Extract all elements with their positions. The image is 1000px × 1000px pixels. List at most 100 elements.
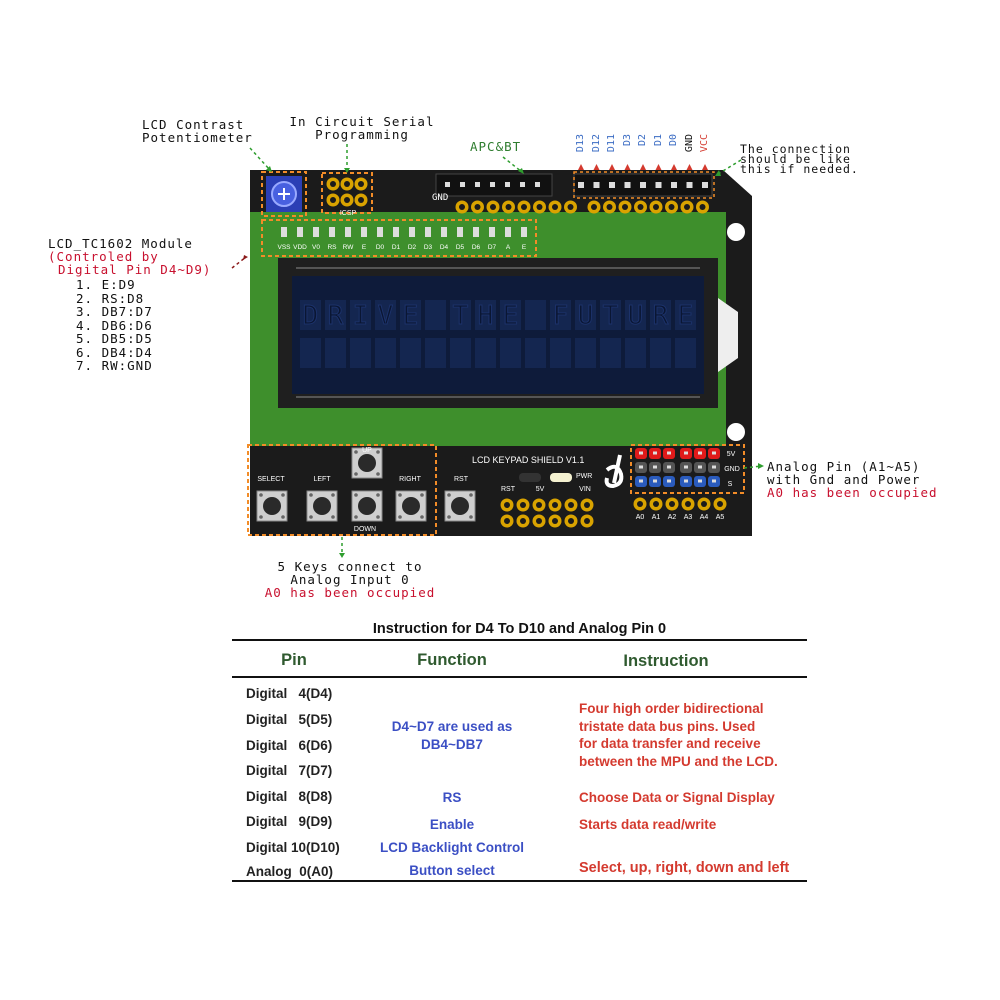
table-function-button: Button select [409, 863, 495, 878]
lcd-pin-label: D7 [487, 244, 497, 251]
lcd-char-cell [675, 338, 696, 368]
lcd-char: V [378, 301, 394, 331]
lcd-char-cell [625, 300, 646, 330]
lcd-char-cell [325, 338, 346, 368]
lcd-screen [292, 276, 704, 394]
lcd-char-cell [500, 300, 521, 330]
lcd-char-cell [375, 300, 396, 330]
lcd-pin-label: RS [327, 244, 337, 251]
gnd-label: GND [432, 193, 449, 203]
icsp-label: ICSP [339, 210, 357, 217]
pin-arrow-icon [655, 164, 662, 170]
pin-arrow-icon [686, 164, 693, 170]
digital-header-label: VCC [699, 134, 710, 153]
lcd-char: R [328, 301, 344, 331]
lcd-char-cell [625, 338, 646, 368]
pin-arrow-icon [624, 164, 631, 170]
lcd-char: T [603, 301, 619, 331]
lcd-char: E [678, 301, 694, 331]
lcd-char-cell [475, 338, 496, 368]
keys-note: 5 Keys connect to Analog Input 0 A0 has … [264, 559, 436, 600]
digital-header-label: D12 [590, 134, 602, 153]
lcd-header-pin [297, 227, 303, 237]
analog-side-5v: 5V [726, 451, 736, 458]
lcd-char-cell [325, 300, 346, 330]
lcd-char: U [578, 301, 594, 331]
lcd-char-cell [425, 300, 446, 330]
table-function-db: D4~D7 are used as DB4~DB7 [391, 719, 513, 752]
digital-header-label: GND [683, 134, 695, 153]
mounting-hole [727, 423, 745, 441]
table-instruction-rs: Choose Data or Signal Display [579, 790, 775, 805]
lcd-pin-label: D0 [375, 244, 385, 251]
lcd-header-pin [441, 227, 447, 237]
pin-arrow-icon [640, 164, 646, 170]
icsp-note: In Circuit Serial Programming [289, 114, 435, 142]
lcd-char-cell [550, 300, 571, 330]
digital-header-pin [578, 182, 584, 188]
digital-header-label: D2 [637, 134, 648, 147]
lcd-char-cell [675, 300, 696, 330]
lcd-char-cell [600, 338, 621, 368]
lcd-char-cell [500, 338, 521, 368]
lcd-char: E [403, 301, 419, 331]
lcd-char-cell [375, 338, 396, 368]
lcd-char-cell [650, 300, 671, 330]
digital-header-pin [640, 182, 646, 188]
lcd-pin-label: D4 [439, 244, 449, 251]
table-header-pin: Pin [281, 651, 307, 669]
table-instruction-enable: Starts data read/write [579, 817, 717, 832]
digital-header-pin [655, 182, 662, 188]
lcd-header-pin [361, 227, 367, 237]
table-instruction-button: Select, up, right, down and left [579, 860, 790, 876]
lcd-char-cell [475, 300, 496, 330]
lcd-char-cell [575, 338, 596, 368]
lcd-pin-label: E [521, 244, 527, 251]
digital-header-label: D1 [652, 134, 664, 147]
lcd-pin-label: A [505, 244, 511, 251]
table-row-pin: Digital 10(D10) [246, 840, 340, 855]
lcd-char: H [478, 301, 494, 331]
analog-pin-label: A3 [683, 514, 693, 521]
table-top-rule [232, 639, 807, 641]
table-header-function: Function [417, 651, 487, 669]
connection-note: The connection should be like this if ne… [740, 142, 859, 176]
lcd-char: T [453, 301, 469, 331]
lcd-char-cell [400, 300, 421, 330]
digital-header-pin [671, 182, 677, 188]
digital-header-pin [593, 182, 600, 188]
lcd-char: D [303, 301, 319, 331]
digital-header-pin [686, 182, 693, 188]
table-row-pin: Digital 7(D7) [246, 763, 333, 778]
lcd-header-pin [393, 227, 399, 237]
table-row-pin: Digital 8(D8) [246, 789, 333, 804]
button-rst-label: RST [454, 476, 468, 483]
table-row-pin: Digital 9(D9) [246, 814, 333, 829]
lcd-char-cell [550, 338, 571, 368]
button-up-label: UP [362, 447, 372, 454]
lcd-header-pin [281, 227, 287, 237]
lcd-char-cell [300, 300, 321, 330]
lcd-char: E [503, 301, 519, 331]
power-label-rst: RST [501, 486, 515, 493]
digital-header-pin [702, 182, 708, 188]
table-title: Instruction for D4 To D10 and Analog Pin… [372, 621, 667, 637]
digital-header-pin [609, 182, 615, 188]
lcd-char-cell [400, 338, 421, 368]
lcd-pin-label: V0 [312, 244, 320, 251]
power-label-vin: VIN [579, 486, 591, 493]
apc-pin [505, 182, 510, 187]
digital-header-label: D13 [575, 134, 586, 153]
lcd-header-pin [313, 227, 319, 237]
dfrobot-logo [604, 454, 624, 489]
analog-pin-label: A1 [651, 514, 661, 521]
lcd-char-cell [350, 300, 371, 330]
apc-pin [490, 182, 495, 187]
lcd-char-cell [525, 338, 546, 368]
backlight-tab [718, 298, 738, 372]
lcd-pin-label: D2 [407, 244, 417, 251]
lcd-header-pin [473, 227, 479, 237]
apc-pin [520, 182, 525, 187]
